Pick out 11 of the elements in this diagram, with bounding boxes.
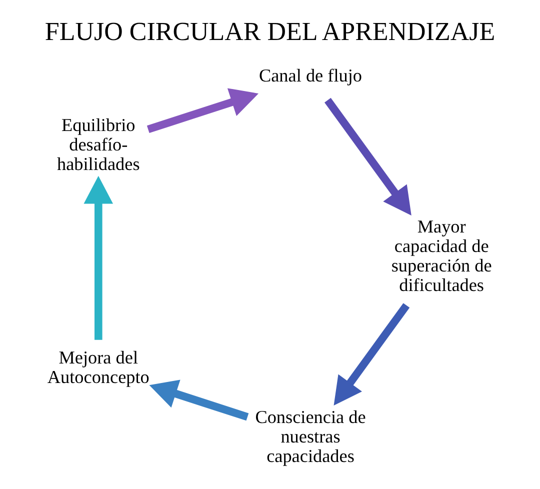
node-text: Equilibrio desafío-habilidades (56, 114, 140, 174)
arrow (149, 379, 249, 420)
node-text: Canal de flujo (258, 64, 362, 85)
node-text: Mayor capacidad de superación de dificultades (391, 216, 492, 295)
arrow (324, 97, 412, 215)
arrow (146, 88, 258, 133)
diagram-title: FLUJO CIRCULAR DEL APRENDIZAJE (44, 16, 496, 46)
node-text: Mejora del Autoconcepto (47, 347, 150, 387)
node-text: Consciencia de nuestras capacidades (255, 406, 366, 466)
arrow (334, 302, 410, 405)
arrow (84, 175, 114, 340)
